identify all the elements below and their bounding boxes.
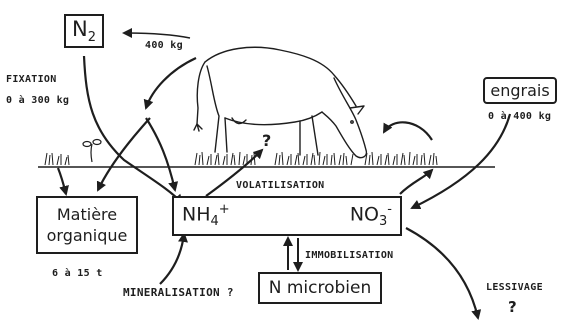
seedling-icon: [83, 140, 101, 163]
volatilisation-question: ?: [262, 131, 272, 150]
lessivage-label: LESSIVAGE: [486, 282, 543, 293]
arrow-uptake-curve: [384, 122, 432, 140]
arrow-cow-to-matiere: [146, 58, 196, 108]
volatilisation-label: VOLATILISATION: [236, 180, 325, 191]
mineralisation-label: MINERALISATION ?: [123, 286, 234, 299]
arrow-lessivage: [406, 228, 478, 318]
n2-amount-label: 400 kg: [145, 40, 183, 51]
engrais-box: engrais: [483, 77, 557, 104]
lessivage-question: ?: [508, 298, 517, 316]
n2-box: N2: [64, 14, 104, 48]
engrais-label: engrais: [490, 81, 549, 100]
no3-label: NO3-: [350, 202, 392, 229]
fixation-label: FIXATION: [6, 74, 57, 85]
matiere-label-line2: organique: [47, 225, 128, 246]
mineral-n-box: NH4+ NO3-: [172, 196, 402, 236]
nh4-label: NH4+: [182, 202, 230, 229]
immobilisation-label: IMMOBILISATION: [305, 250, 394, 261]
engrais-amount-label: 0 à 400 kg: [488, 111, 551, 122]
arrow-engrais: [412, 114, 510, 208]
matiere-organique-box: Matière organique: [36, 196, 138, 254]
n2-label: N2: [72, 17, 96, 45]
fixation-amount-label: 0 à 300 kg: [6, 95, 69, 106]
n-microbien-box: N microbien: [258, 272, 382, 304]
arrow-uptake: [400, 170, 432, 194]
n-microbien-label: N microbien: [269, 278, 372, 298]
arrow-n2-input: [124, 33, 190, 38]
matiere-label-line1: Matière: [57, 204, 117, 225]
arrow-grass-to-matiere: [58, 168, 66, 194]
arrow-mineralisation: [160, 234, 184, 284]
matiere-amount-label: 6 à 15 t: [52, 268, 103, 279]
grass-tufts: [45, 152, 437, 165]
arrow-cross-to-matiere: [98, 118, 150, 190]
cow-illustration: [194, 47, 366, 157]
